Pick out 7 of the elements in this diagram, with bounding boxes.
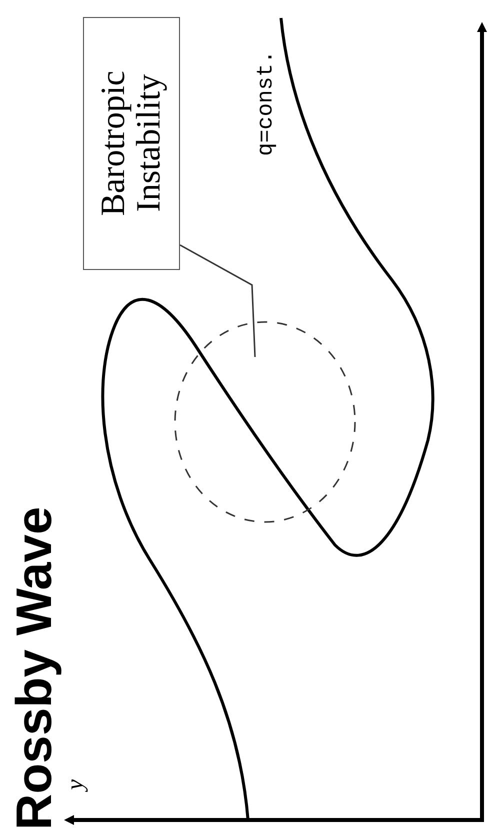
axis-label: y (64, 778, 88, 793)
title: Rossby Wave (8, 506, 60, 830)
label-box (83, 17, 180, 270)
box-label: Barotropic Instability (96, 70, 168, 218)
dashed-region (174, 321, 356, 523)
contour-label: q=const. (252, 49, 280, 156)
leader-line (180, 244, 256, 358)
